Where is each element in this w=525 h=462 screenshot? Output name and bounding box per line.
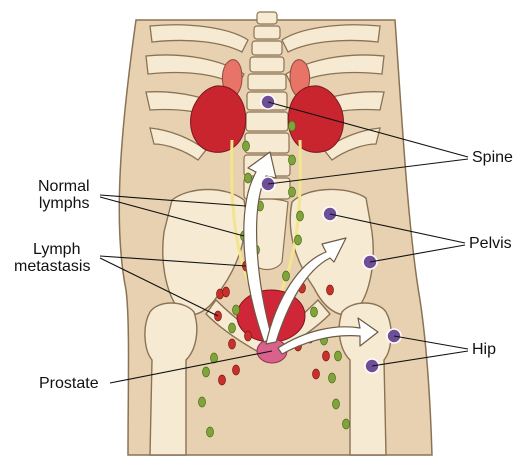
lymph-metastasis-label-line2: metastasis: [14, 258, 91, 275]
normal-lymphs-label-line1: Normal: [38, 178, 90, 195]
arrow-to-pelvis: [265, 237, 347, 345]
right-kidney: [287, 85, 344, 153]
left-rib-cage: [145, 24, 249, 161]
left-kidney: [190, 85, 247, 153]
arrow-to-spine: [243, 151, 277, 343]
pelvis-label: Pelvis: [469, 235, 512, 252]
leader-lines: [99, 101, 469, 384]
arrow-to-hip: [277, 317, 379, 355]
hip-label: Hip: [472, 341, 497, 358]
normal-lymphs-label-line2: lymphs: [38, 195, 90, 212]
prostate-label: Prostate: [39, 375, 99, 392]
spread-arrows: [243, 151, 379, 355]
normal-lymph-nodes: [198, 120, 350, 438]
lymph-metastasis-label-line1: Lymph: [33, 241, 81, 258]
right-ureter: [274, 139, 302, 303]
normal-lymphs-label: Normal lymphs: [38, 178, 90, 212]
spine-label: Spine: [472, 149, 513, 166]
femur-bones: [144, 302, 392, 456]
lymph-metastasis-label: Lymph metastasis: [14, 241, 90, 275]
